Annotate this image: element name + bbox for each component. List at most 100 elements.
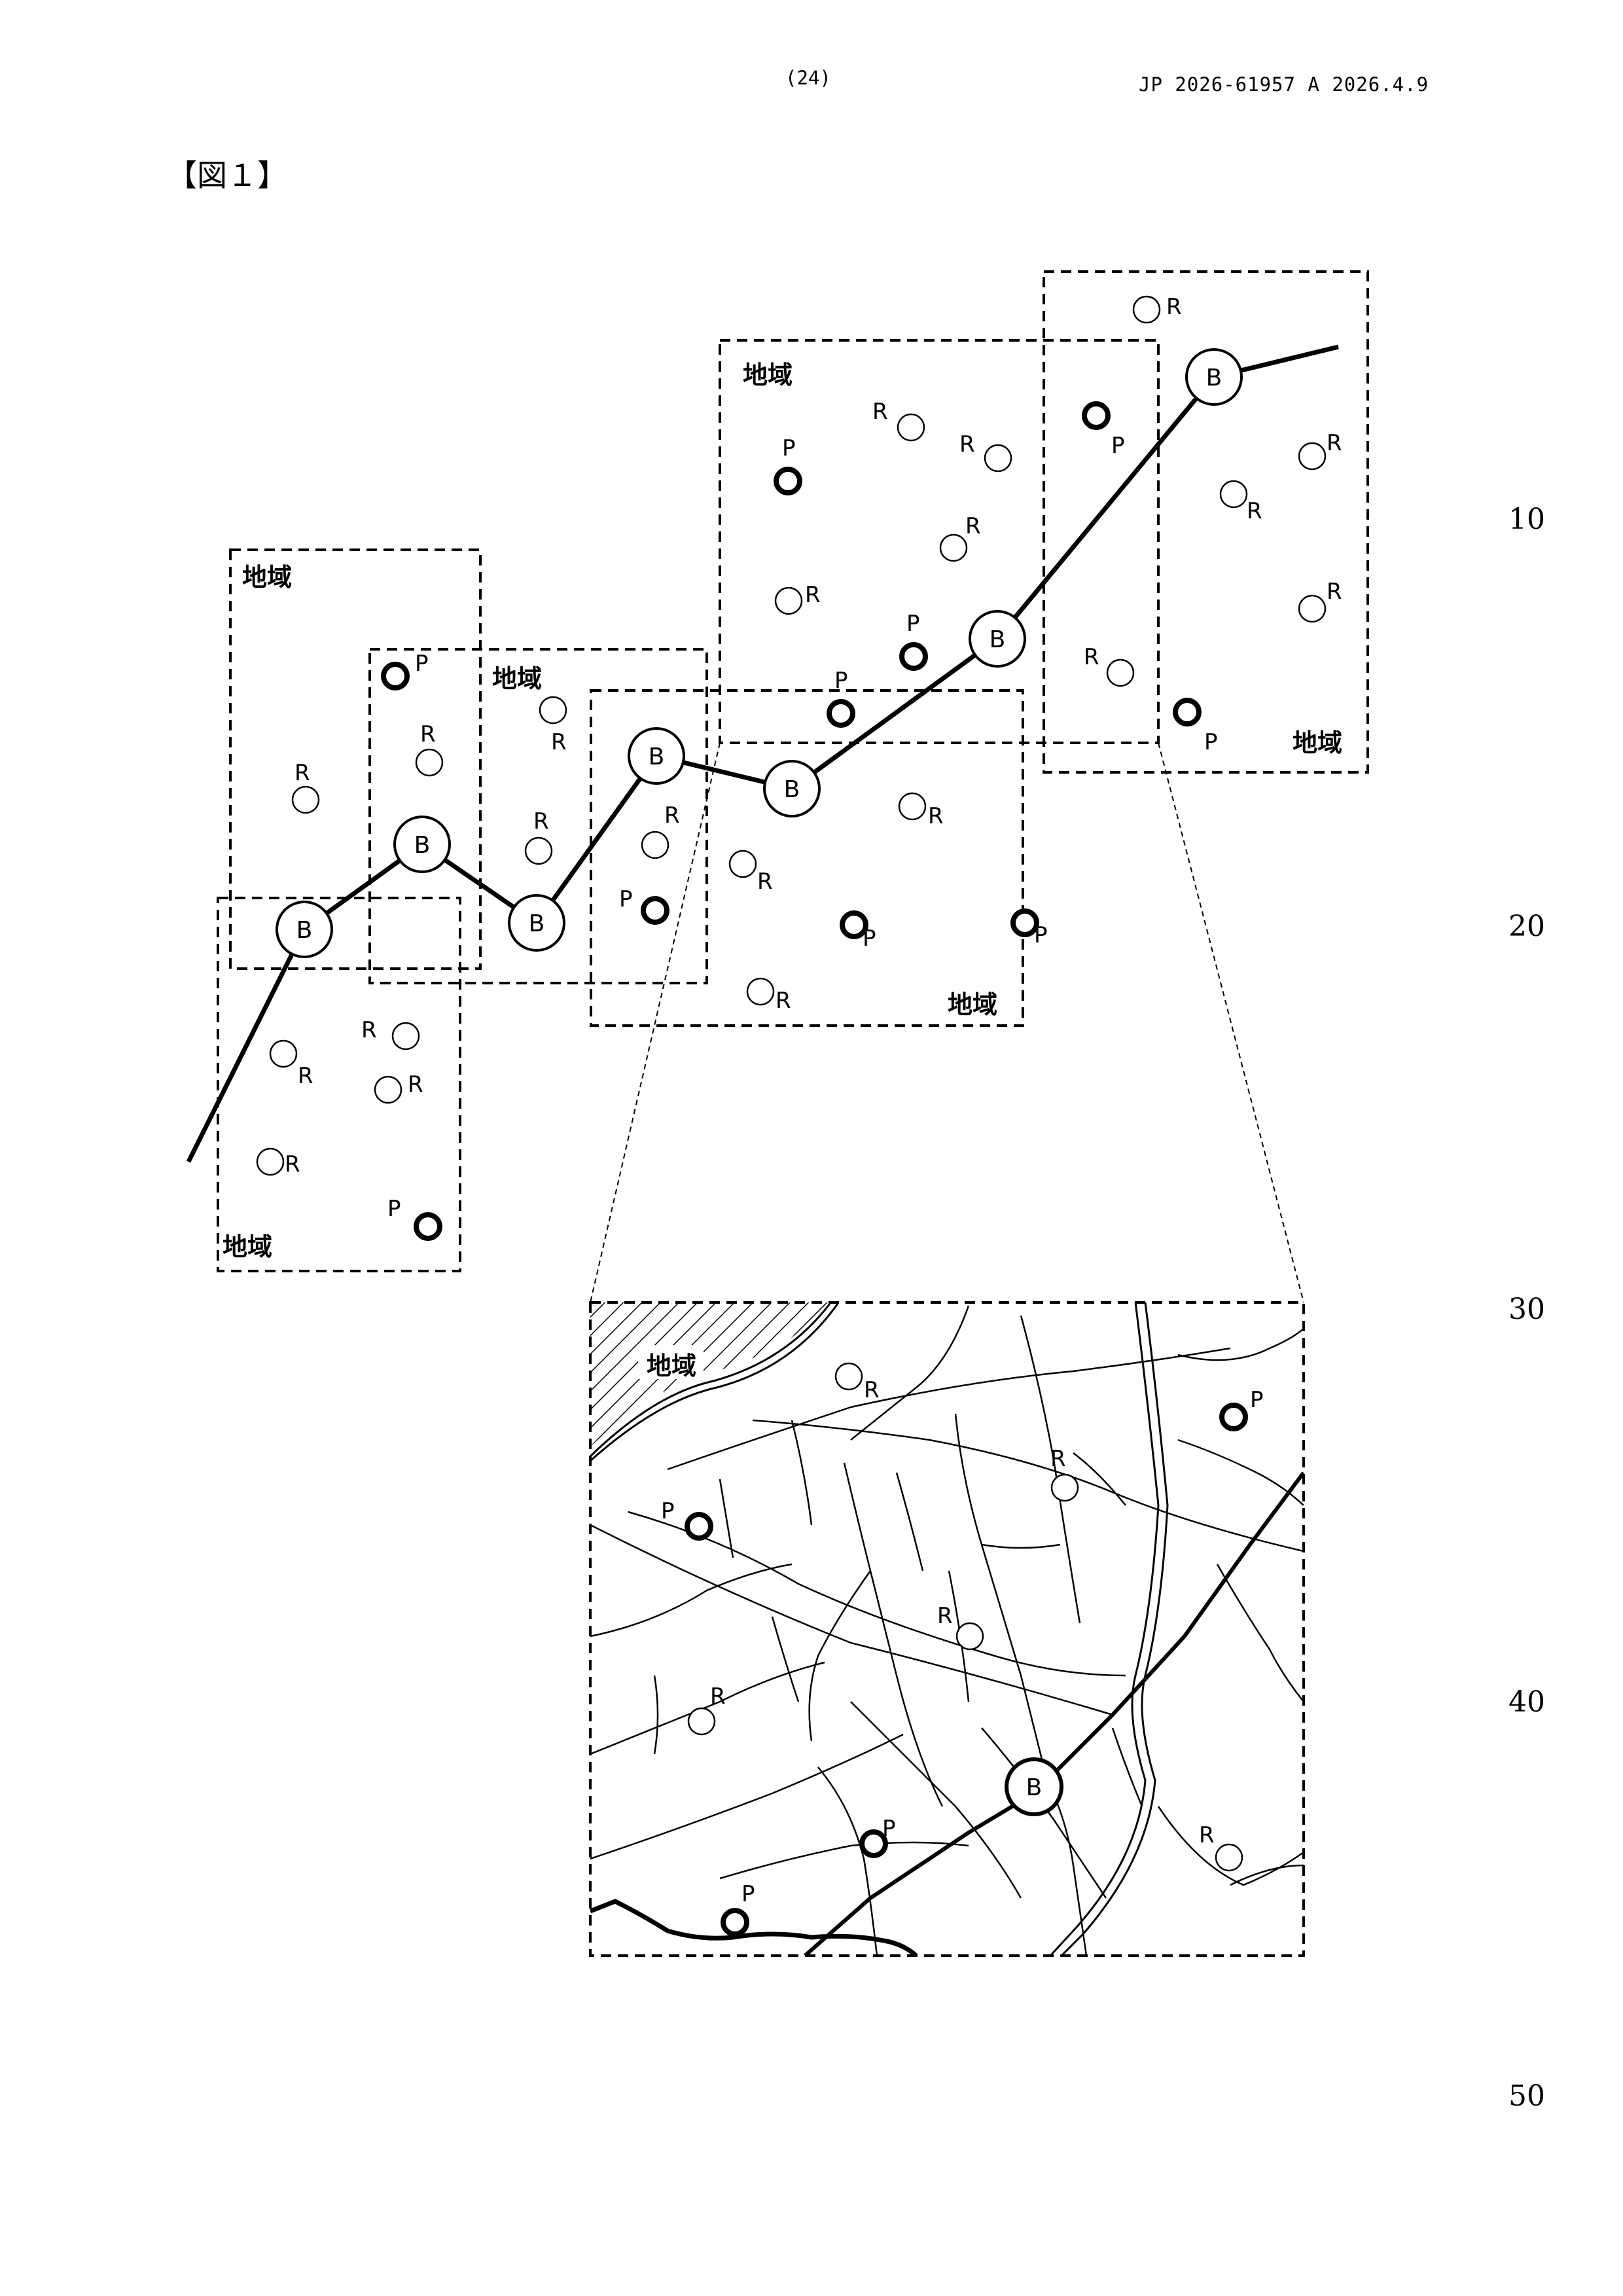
residence-marker: R bbox=[940, 513, 981, 561]
station-label: B bbox=[990, 626, 1006, 653]
poi-label: P bbox=[906, 611, 920, 637]
station-label: B bbox=[649, 744, 665, 770]
residence-label: R bbox=[937, 1603, 953, 1629]
residence-marker: R bbox=[730, 851, 773, 895]
residence-label: R bbox=[710, 1683, 726, 1710]
poi-marker: P bbox=[1222, 1387, 1264, 1429]
residence-label: R bbox=[1166, 294, 1182, 320]
station-marker: B bbox=[629, 728, 684, 783]
residence-marker: R bbox=[293, 760, 319, 813]
residence-label: R bbox=[959, 431, 975, 457]
residence-marker: R bbox=[872, 399, 924, 440]
poi-marker: P bbox=[776, 435, 800, 493]
residence-marker: R bbox=[361, 1017, 419, 1049]
poi-marker: P bbox=[829, 668, 853, 725]
station-marker: B bbox=[1186, 350, 1241, 404]
poi-marker: P bbox=[1084, 404, 1125, 459]
poi-label: P bbox=[882, 1816, 896, 1842]
poi-label: P bbox=[1204, 729, 1218, 755]
poi-marker: P bbox=[661, 1498, 711, 1538]
residence-label: R bbox=[805, 582, 821, 608]
poi-label: P bbox=[863, 925, 876, 952]
station-label: B bbox=[784, 776, 800, 803]
region-label: 地域 bbox=[743, 361, 793, 389]
residence-marker: R bbox=[257, 1149, 300, 1177]
residence-marker: R bbox=[688, 1683, 726, 1734]
zoom-region-label: 地域 bbox=[647, 1352, 696, 1380]
residence-marker: R bbox=[1299, 579, 1342, 622]
station-marker: B bbox=[509, 895, 564, 950]
residence-marker: R bbox=[375, 1071, 423, 1103]
poi-marker: P bbox=[383, 651, 429, 688]
residence-label: R bbox=[361, 1017, 377, 1043]
region-label: 地域 bbox=[223, 1232, 272, 1261]
poi-label: P bbox=[834, 668, 848, 694]
station-label: B bbox=[529, 910, 545, 937]
station-marker: B bbox=[764, 761, 819, 816]
residence-label: R bbox=[420, 721, 436, 747]
residence-marker: R bbox=[540, 697, 567, 755]
residence-label: R bbox=[664, 802, 680, 829]
station-marker: B bbox=[277, 902, 332, 957]
residence-label: R bbox=[776, 988, 791, 1014]
residence-label: R bbox=[294, 760, 310, 786]
residence-marker: R bbox=[937, 1603, 983, 1649]
residence-marker: R bbox=[836, 1363, 880, 1403]
poi-marker: P bbox=[902, 611, 925, 668]
region-label: 地域 bbox=[492, 664, 542, 693]
poi-marker: P bbox=[619, 886, 667, 922]
residence-label: R bbox=[1247, 498, 1262, 524]
residence-markers: R R R R R R R R R R R R R R R R R R R R … bbox=[257, 294, 1342, 1177]
residence-label: R bbox=[872, 399, 888, 425]
residence-marker: R bbox=[642, 802, 680, 858]
station-marker: B bbox=[970, 611, 1025, 666]
residence-marker: R bbox=[1133, 294, 1182, 323]
station-marker: B bbox=[395, 817, 450, 872]
residence-marker: R bbox=[1084, 644, 1133, 686]
poi-label: P bbox=[1034, 922, 1048, 948]
residence-label: R bbox=[551, 729, 567, 755]
poi-label: P bbox=[1111, 433, 1125, 459]
residence-marker: R bbox=[1199, 1822, 1242, 1871]
residence-marker: R bbox=[416, 721, 442, 776]
residence-label: R bbox=[965, 513, 981, 539]
poi-label: P bbox=[741, 1881, 755, 1907]
residence-label: R bbox=[1084, 644, 1099, 670]
residence-marker: R bbox=[776, 582, 821, 614]
region-box bbox=[230, 550, 480, 969]
poi-marker: P bbox=[1013, 911, 1048, 948]
station-label: B bbox=[1206, 365, 1222, 391]
residence-label: R bbox=[928, 803, 944, 829]
residence-label: R bbox=[757, 869, 773, 895]
region-label: 地域 bbox=[948, 990, 997, 1019]
residence-label: R bbox=[533, 808, 549, 834]
residence-marker: R bbox=[1299, 430, 1342, 469]
residence-marker: R bbox=[899, 793, 944, 829]
station-label: B bbox=[1026, 1774, 1043, 1801]
poi-label: P bbox=[387, 1196, 401, 1222]
residence-label: R bbox=[285, 1151, 300, 1177]
poi-label: P bbox=[782, 435, 796, 461]
region-label: 地域 bbox=[242, 563, 292, 592]
residence-label: R bbox=[298, 1063, 313, 1089]
poi-label: P bbox=[619, 886, 633, 912]
poi-marker: P bbox=[1175, 700, 1218, 755]
residence-marker: R bbox=[747, 978, 791, 1014]
poi-marker: P bbox=[723, 1881, 755, 1934]
zoomed-detail-map: 地域 B P P P P R R R R R bbox=[590, 1302, 1304, 1956]
region-label: 地域 bbox=[1293, 728, 1342, 757]
residence-marker: R bbox=[1221, 481, 1262, 524]
zoom-station-marker: B bbox=[1007, 1759, 1061, 1814]
poi-marker: P bbox=[387, 1196, 440, 1238]
station-label: B bbox=[414, 832, 431, 859]
residence-marker: R bbox=[270, 1041, 313, 1089]
residence-label: R bbox=[1199, 1822, 1215, 1848]
poi-markers: P P P P P P P P P P bbox=[383, 404, 1218, 1238]
residence-label: R bbox=[1327, 579, 1342, 605]
residence-label: R bbox=[408, 1071, 423, 1098]
poi-label: P bbox=[415, 651, 429, 677]
residence-marker: R bbox=[959, 431, 1011, 471]
poi-marker: P bbox=[862, 1816, 896, 1856]
poi-label: P bbox=[1250, 1387, 1264, 1413]
